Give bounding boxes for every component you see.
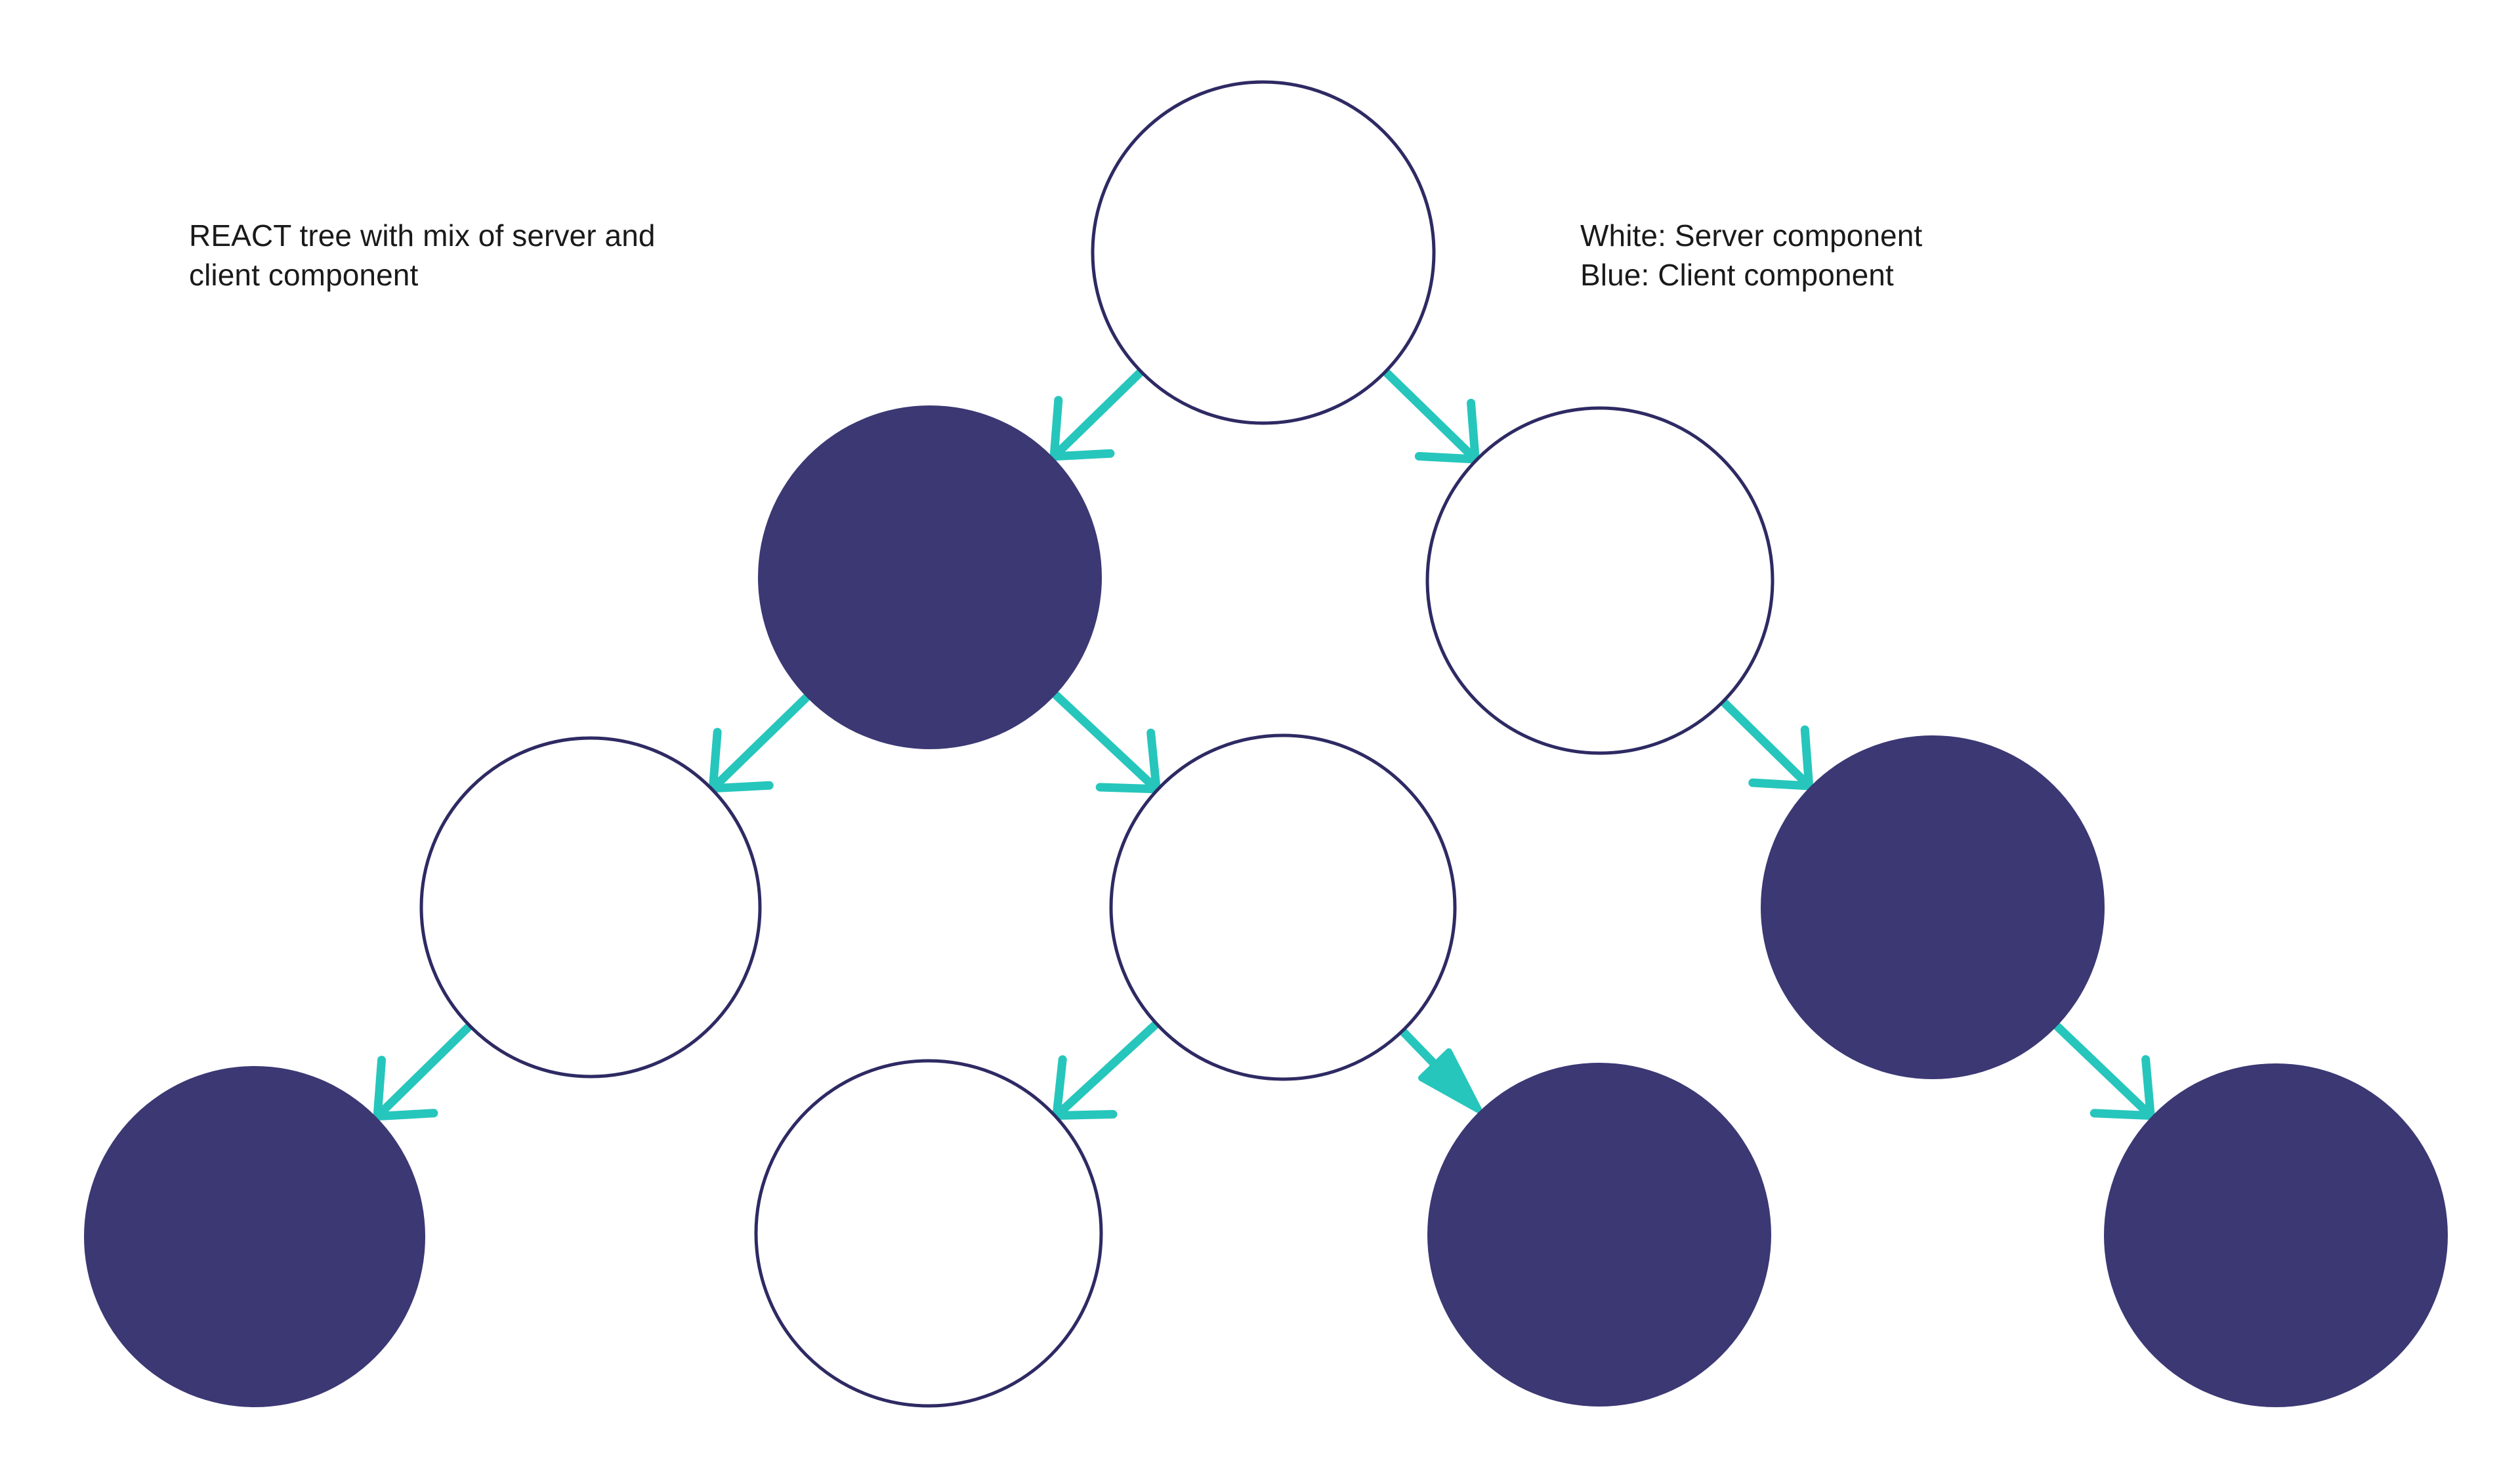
edge-l3-b-to-l4-c	[1398, 1027, 1482, 1114]
arrowhead-chevron	[1049, 396, 1115, 461]
edge-l3-a-to-l4-a	[373, 1022, 473, 1121]
edge-shaft	[1052, 691, 1161, 794]
node-layer	[84, 80, 2448, 1408]
edge-shaft	[373, 1022, 473, 1121]
legend-item-client: Blue: Client component	[1580, 257, 1894, 292]
server-component-node-l3-b[interactable]	[1109, 733, 1457, 1081]
client-component-node-l4-c[interactable]	[1427, 1063, 1771, 1407]
diagram-caption: REACT tree with mix of server and client…	[189, 216, 656, 295]
edge-shaft	[2053, 1022, 2155, 1120]
client-component-node-l3-c[interactable]	[1761, 735, 2105, 1079]
caption-line-1: REACT tree with mix of server and	[189, 218, 656, 253]
server-component-node-l3-a[interactable]	[419, 736, 762, 1079]
client-component-node-l4-d[interactable]	[2104, 1063, 2448, 1407]
edge-root-to-l2-b	[1382, 368, 1480, 464]
legend-item-server: White: Server component	[1580, 218, 1923, 253]
server-component-node-l4-b[interactable]	[754, 1059, 1103, 1408]
server-component-node-l2-b[interactable]	[1425, 406, 1774, 755]
edge-root-to-l2-a	[1049, 368, 1144, 461]
arrowhead-chevron	[2090, 1055, 2155, 1120]
server-component-node-root[interactable]	[1091, 80, 1436, 425]
arrowhead-chevron	[373, 1056, 438, 1121]
caption-line-2: client component	[189, 257, 419, 292]
edge-shaft	[1382, 368, 1480, 464]
edge-shaft	[1049, 368, 1144, 461]
arrowhead-chevron	[1748, 725, 1814, 791]
client-component-node-l4-a[interactable]	[84, 1066, 425, 1407]
edge-l2-a-to-l3-b	[1052, 691, 1161, 794]
edge-l2-a-to-l3-a	[708, 693, 810, 793]
edge-shaft	[1719, 698, 1814, 791]
legend: White: Server component Blue: Client com…	[1580, 216, 1922, 295]
edge-l3-b-to-l4-b	[1052, 1020, 1160, 1120]
edge-shaft	[708, 693, 810, 793]
arrowhead-solid	[1418, 1048, 1482, 1114]
edge-shaft	[1052, 1020, 1160, 1120]
client-component-node-l2-a[interactable]	[758, 405, 1102, 749]
edge-l3-c-to-l4-d	[2053, 1022, 2155, 1120]
edge-l2-b-to-l3-c	[1719, 698, 1814, 791]
